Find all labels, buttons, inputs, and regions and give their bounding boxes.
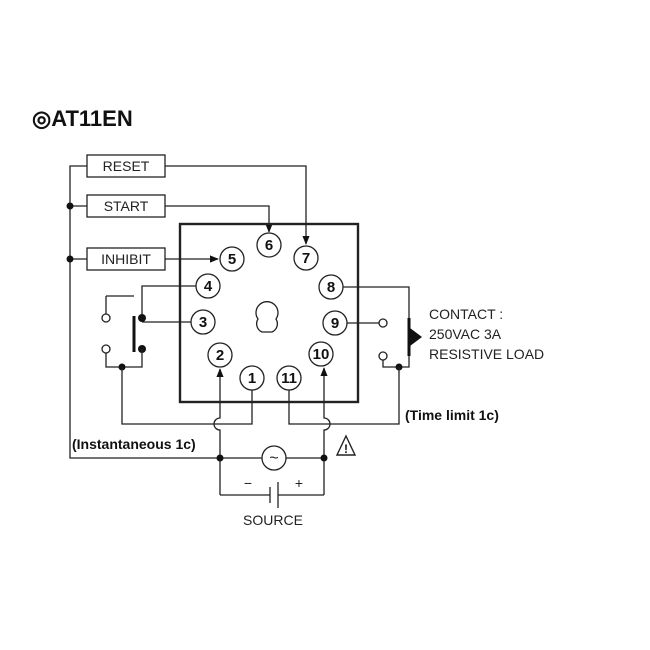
diagram-title: ◎AT11EN [32, 106, 133, 131]
instantaneous-caption: (Instantaneous 1c) [72, 436, 196, 452]
pin-9: 9 [322, 310, 348, 336]
pin-6: 6 [256, 232, 282, 258]
warning-mark: ! [344, 442, 348, 456]
contact-rating-line2: 250VAC 3A [429, 326, 502, 342]
pin-5: 5 [219, 246, 245, 272]
pin-number: 5 [228, 251, 236, 268]
terminal-circle [378, 318, 388, 328]
source-label: SOURCE [243, 512, 303, 528]
junction-dot [216, 454, 224, 462]
reset-label: RESET [103, 158, 150, 174]
pin1-common-wire [121, 367, 253, 425]
pin4-wire [141, 285, 196, 318]
reset-wire [165, 165, 310, 245]
pin-4: 4 [195, 273, 221, 299]
junction-dot [66, 202, 74, 210]
terminal-circle [101, 313, 111, 323]
warning-icon [335, 434, 357, 456]
pin10-power-wire [320, 367, 331, 495]
pin-number: 1 [248, 370, 256, 387]
pin-number: 11 [281, 370, 297, 387]
pin-1: 1 [239, 365, 265, 391]
pin-number: 8 [327, 279, 335, 296]
ac-source-tilde: ~ [269, 450, 278, 467]
pin-number: 9 [331, 315, 339, 332]
pin-7: 7 [293, 245, 319, 271]
pin-8: 8 [318, 274, 344, 300]
pin-10: 10 [308, 341, 334, 367]
pin-number: 6 [265, 237, 273, 254]
pin-11: 11 [276, 365, 302, 391]
pin-3: 3 [190, 309, 216, 335]
contact-rating-line3: RESISTIVE LOAD [429, 346, 544, 362]
pin-2: 2 [207, 342, 233, 368]
inhibit-label: INHIBIT [101, 251, 151, 267]
pin2-power-wire [213, 368, 224, 495]
common-bus-wire [69, 165, 220, 459]
time-limit-contact-triangle [410, 328, 422, 346]
pin-number: 2 [216, 347, 224, 364]
relay-housing [178, 222, 360, 404]
dc-plus-sign: + [295, 475, 303, 491]
dc-minus-sign: − [244, 475, 252, 491]
pin-number: 10 [313, 346, 330, 363]
pin-number: 3 [199, 314, 207, 331]
contact-dot [138, 314, 146, 322]
ac-source-symbol [261, 445, 287, 471]
start-label: START [104, 198, 149, 214]
socket-keyway [255, 301, 279, 333]
contact-rating-line1: CONTACT : [429, 306, 503, 322]
time-limit-caption: (Time limit 1c) [405, 407, 499, 423]
pin11-common-wire [288, 367, 400, 425]
pin-number: 7 [302, 250, 310, 267]
terminal-circle [101, 344, 111, 354]
terminal-circle [378, 351, 388, 361]
pin8-wire [343, 286, 410, 320]
pin-number: 4 [204, 278, 213, 295]
junction-dot [66, 255, 74, 263]
junction-dot [320, 454, 328, 462]
